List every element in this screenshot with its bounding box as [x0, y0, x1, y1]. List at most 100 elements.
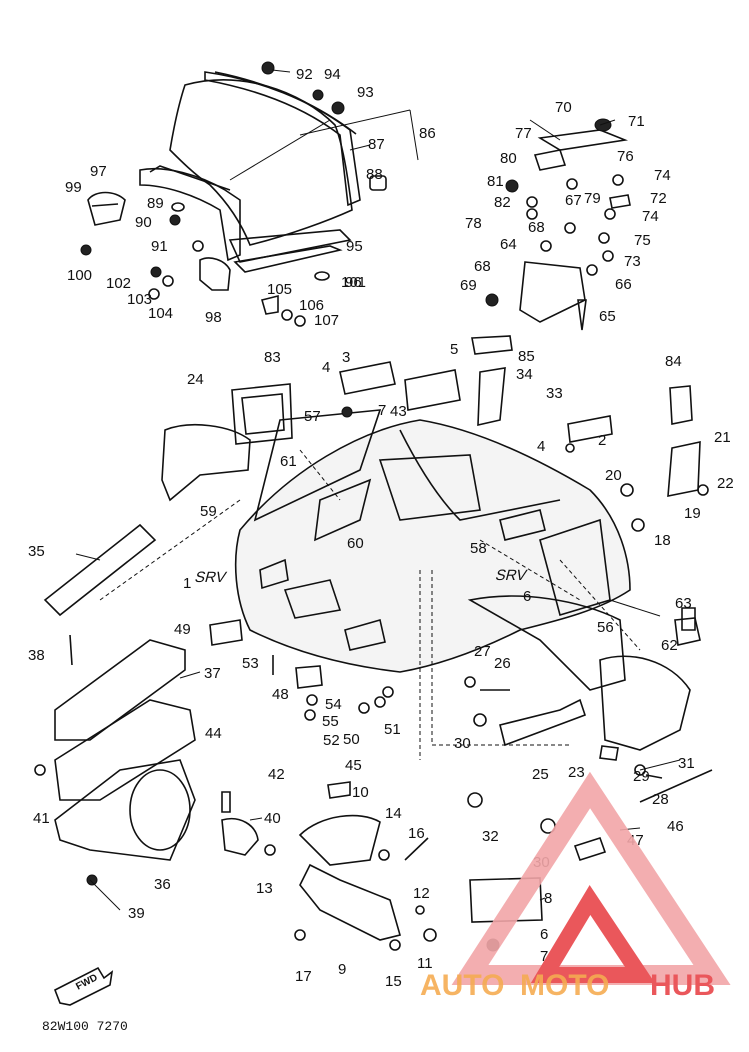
- callout-59: 59: [200, 503, 217, 520]
- callout-14: 14: [385, 805, 402, 822]
- callout-13: 13: [256, 880, 273, 897]
- callout-18: 18: [654, 532, 671, 549]
- watermark-auto: AUTO: [420, 969, 504, 1002]
- callout-36: 36: [154, 876, 171, 893]
- callout-11: 11: [417, 955, 433, 972]
- callout-73: 73: [624, 253, 641, 270]
- callout-24: 24: [187, 371, 204, 388]
- callout-15: 15: [385, 973, 402, 990]
- fwd-arrow-icon: FWD: [53, 966, 114, 1006]
- callout-51: 51: [384, 721, 401, 738]
- fwd-label: FWD: [74, 972, 99, 992]
- callout-7: 7: [378, 402, 386, 419]
- callout-49: 49: [174, 621, 191, 638]
- callout-41: 41: [33, 810, 50, 827]
- callout-70: 70: [555, 99, 572, 116]
- hood-side-decal-text: SRV: [494, 567, 530, 584]
- callout-22: 22: [717, 475, 734, 492]
- callout-33: 33: [546, 385, 563, 402]
- callout-68: 68: [474, 258, 491, 275]
- callout-4: 4: [537, 438, 545, 455]
- windshield-end-cap-96: [87, 191, 126, 226]
- callout-58: 58: [470, 540, 487, 557]
- callout-39: 39: [128, 905, 145, 922]
- callout-107: 107: [314, 312, 339, 329]
- callout-8: 8: [544, 890, 552, 907]
- callout-52: 52: [323, 732, 340, 749]
- callout-71: 71: [628, 113, 645, 130]
- callout-77: 77: [515, 125, 532, 142]
- callout-34: 34: [516, 366, 533, 383]
- rear-panel-62: [599, 617, 701, 751]
- callout-2: 2: [598, 432, 606, 449]
- stay-25: [499, 698, 587, 747]
- right-panel-56: [467, 595, 626, 691]
- drawing-code: 82W100 7270: [42, 1019, 128, 1034]
- callout-40: 40: [264, 810, 281, 827]
- callout-54: 54: [325, 696, 342, 713]
- lower-hardware: [34, 619, 394, 886]
- callout-45: 45: [345, 757, 362, 774]
- callout-31: 31: [678, 755, 695, 772]
- automotohub-watermark: AUTO MOTO HUB: [420, 771, 731, 1002]
- callout-90: 90: [135, 214, 152, 231]
- callout-85: 85: [518, 348, 535, 365]
- callout-91: 91: [151, 238, 168, 255]
- air-duct-35: [43, 523, 157, 617]
- callout-32: 32: [482, 828, 499, 845]
- callout-23: 23: [568, 764, 585, 781]
- windshield-bracket-97: [199, 257, 231, 291]
- callout-86: 86: [419, 125, 436, 142]
- callout-96: 96: [345, 274, 362, 291]
- vent-grilles: [231, 335, 701, 497]
- callout-56: 56: [597, 619, 614, 636]
- callout-4: 4: [322, 359, 330, 376]
- callout-3: 3: [342, 349, 350, 366]
- hood: SRV SRV: [193, 419, 631, 673]
- callout-95: 95: [346, 238, 363, 255]
- callout-61: 61: [280, 453, 297, 470]
- callout-50: 50: [343, 731, 360, 748]
- callout-67: 67: [565, 192, 582, 209]
- callout-74: 74: [642, 208, 659, 225]
- small-hardware-top-left: [80, 61, 387, 327]
- callout-79: 79: [584, 190, 601, 207]
- callout-55: 55: [322, 713, 339, 730]
- callout-30: 30: [454, 735, 471, 752]
- callout-25: 25: [532, 766, 549, 783]
- callout-87: 87: [368, 136, 385, 153]
- callout-21: 21: [714, 429, 731, 446]
- callout-72: 72: [650, 190, 667, 207]
- callout-104: 104: [148, 305, 173, 322]
- callout-7: 7: [540, 948, 548, 965]
- callout-106: 106: [299, 297, 324, 314]
- callout-74: 74: [654, 167, 671, 184]
- callout-53: 53: [242, 655, 259, 672]
- callout-29: 29: [633, 768, 650, 785]
- callout-57: 57: [304, 408, 321, 425]
- callout-97: 97: [90, 163, 107, 180]
- callout-105: 105: [267, 281, 292, 298]
- callout-93: 93: [357, 84, 374, 101]
- callout-6: 6: [523, 588, 531, 605]
- callout-102: 102: [106, 275, 131, 292]
- cover-10: [298, 781, 381, 866]
- callout-48: 48: [272, 686, 289, 703]
- left-panel-24: [161, 424, 251, 502]
- callout-42: 42: [268, 766, 285, 783]
- bottom-duct-37: [54, 639, 186, 741]
- callout-64: 64: [500, 236, 517, 253]
- callout-103: 103: [127, 291, 152, 308]
- callout-9: 9: [338, 961, 346, 978]
- callout-78: 78: [465, 215, 482, 232]
- callout-92: 92: [296, 66, 313, 83]
- callout-75: 75: [634, 232, 651, 249]
- callout-81: 81: [487, 173, 504, 190]
- callout-27: 27: [474, 643, 491, 660]
- callout-26: 26: [494, 655, 511, 672]
- callout-17: 17: [295, 968, 312, 985]
- callout-98: 98: [205, 309, 222, 326]
- callout-6: 6: [540, 926, 548, 943]
